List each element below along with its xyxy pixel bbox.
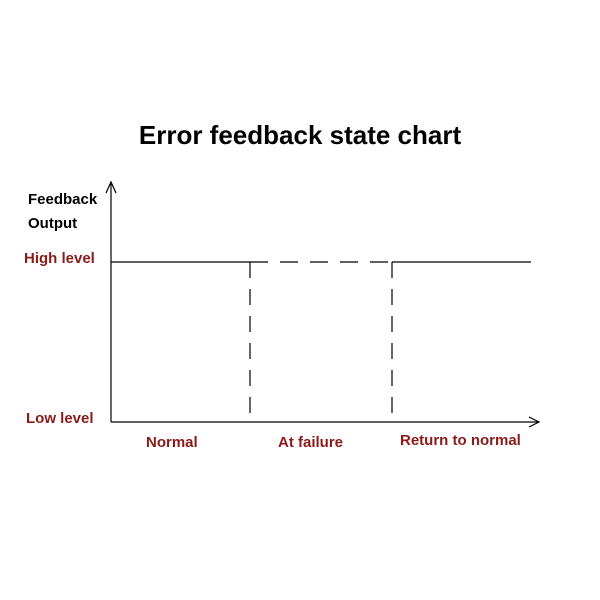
high-level-label: High level: [24, 250, 95, 267]
y-axis-label-line-2: Output: [28, 215, 78, 232]
y-axis-arrowhead: [105, 180, 117, 194]
state-label-at-failure: At failure: [278, 434, 344, 451]
low-level-label: Low level: [26, 410, 94, 427]
state-label-return-to-normal: Return to normal: [400, 432, 521, 449]
chart-title: Error feedback state chart: [138, 120, 462, 150]
y-axis-label: Feedback Output: [28, 188, 97, 236]
state-label-normal: Normal: [146, 434, 198, 451]
x-axis-arrowhead: [528, 416, 541, 428]
y-axis-label-line-1: Feedback: [28, 191, 98, 208]
